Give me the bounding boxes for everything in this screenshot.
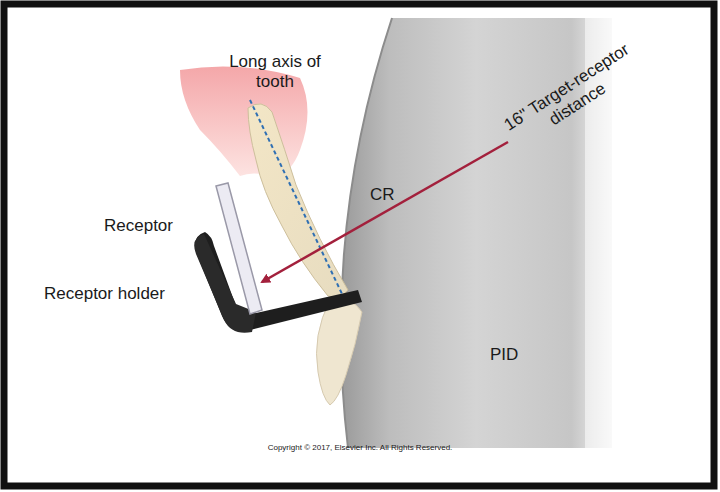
copyright-note: Copyright © 2017, Elsevier Inc. All Righ…: [268, 443, 453, 452]
axis-label: Long axis of tooth: [220, 52, 330, 91]
central-ray-arrow: [262, 142, 508, 282]
part-label: Receptor: [104, 216, 173, 236]
ray-label: CR: [370, 185, 395, 205]
frame: [4, 4, 714, 486]
part-label: PID: [490, 345, 518, 365]
receptor-plate: [216, 183, 262, 314]
upper-tooth: [248, 104, 348, 297]
lower-tooth: [317, 299, 363, 405]
part-label: Receptor holder: [44, 284, 165, 304]
long-axis-line: [250, 100, 343, 296]
